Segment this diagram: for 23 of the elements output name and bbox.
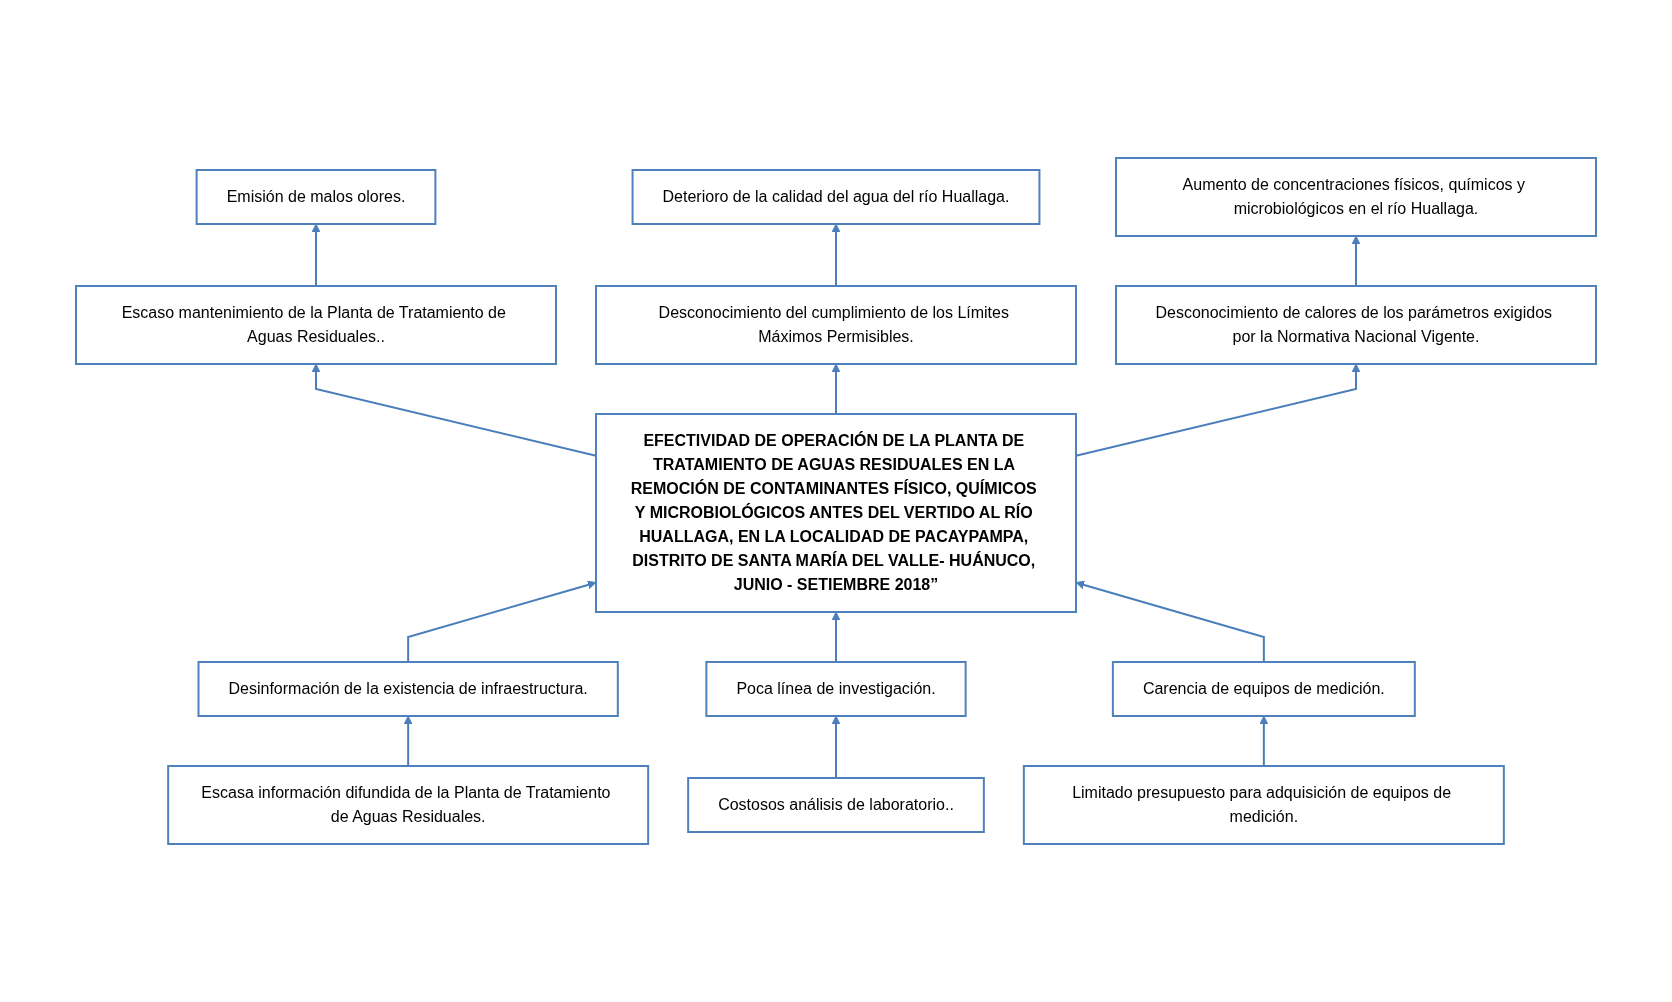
arrow — [403, 715, 413, 767]
node-box: Emisión de malos olores. — [195, 169, 437, 225]
node-box: Deterioro de la calidad del agua del río Huallaga. — [631, 169, 1041, 225]
arrow — [311, 363, 597, 457]
node-box: Carencia de equipos de medición. — [1111, 661, 1416, 717]
arrow — [831, 715, 841, 779]
node-box: Escasa información difundida de la Planta de Tratamiento de Aguas Residuales. — [167, 765, 650, 845]
node-box: Escaso mantenimiento de la Planta de Tratamiento de Aguas Residuales.. — [75, 285, 557, 365]
node-box: Desconocimiento del cumplimiento de los Límites Máximos Permisibles. — [595, 285, 1077, 365]
node-box: Costosos análisis de laboratorio.. — [687, 777, 985, 833]
arrow — [831, 363, 841, 415]
arrow — [1351, 235, 1361, 287]
node-box: Limitado presupuesto para adquisición de equipos de medición. — [1022, 765, 1505, 845]
arrow — [311, 223, 321, 287]
arrow — [1259, 715, 1269, 767]
node-box: EFECTIVIDAD DE OPERACIÓN DE LA PLANTA DE TRATAMIENTO DE AGUAS RESIDUALES EN LA REMOCIÓN DE CONTAMINANTES FÍSICO, QUÍMICOS Y MICROBIOLÓGICOS ANTES DEL VERTIDO AL RÍO HUALLAGA, EN LA LOCALIDAD DE PACAYPAMPA, DISTRITO DE SANTA MARÍA DEL VALLE- HUÁNUCO, JUNIO - SETIEMBRE 2018” — [595, 413, 1077, 613]
node-box: Poca línea de investigación. — [705, 661, 967, 717]
node-box: Aumento de concentraciones físicos, químicos y microbiológicos en el río Huallaga. — [1115, 157, 1597, 237]
arrow — [407, 580, 597, 663]
node-box: Desinformación de la existencia de infraestructura. — [197, 661, 619, 717]
arrow — [831, 611, 841, 663]
node-box: Desconocimiento de calores de los parámetros exigidos por la Normativa Nacional Vigente. — [1115, 285, 1597, 365]
arrow — [831, 223, 841, 287]
